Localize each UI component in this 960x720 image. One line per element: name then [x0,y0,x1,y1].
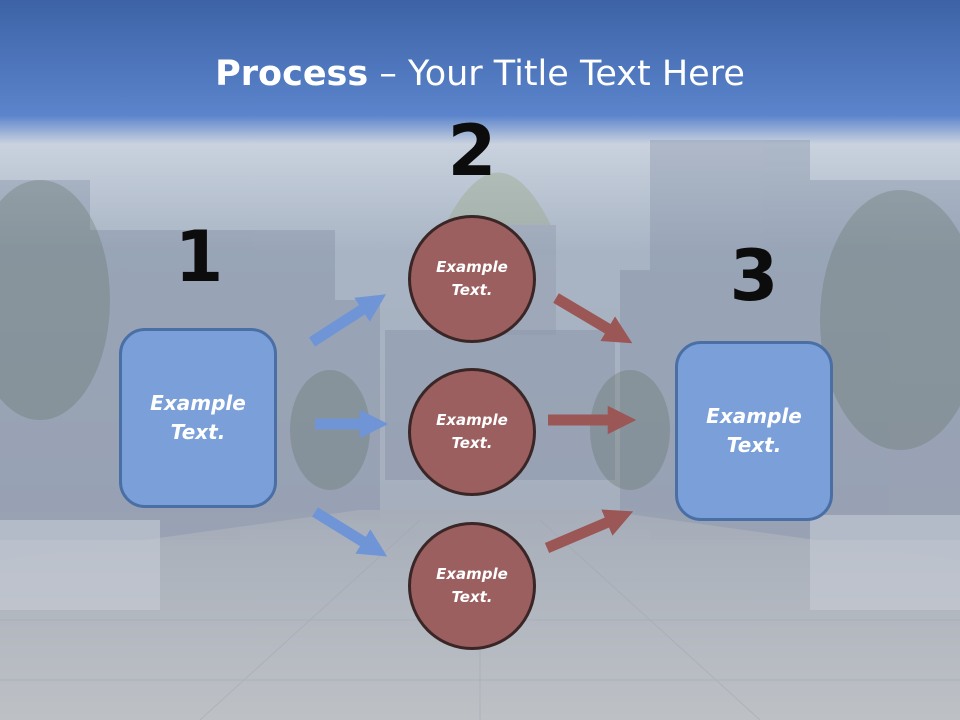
step-number-3: 3 [729,235,779,317]
step-box-3[interactable]: Example Text. [675,341,833,521]
arrow-bottom-to-3 [544,509,634,554]
arrow-1-to-bottom [312,507,388,557]
slide-title: Process – Your Title Text Here [0,54,960,94]
step-circle-top[interactable]: Example Text. [408,215,536,343]
step-circle-top-label: Example Text. [436,258,508,299]
step-number-2: 2 [447,110,497,192]
step-box-1-label: Example Text. [150,391,246,444]
step-number-1: 1 [174,216,224,298]
step-circle-bottom-label: Example Text. [436,565,508,606]
step-box-1[interactable]: Example Text. [119,328,277,508]
step-circle-middle[interactable]: Example Text. [408,368,536,496]
step-box-3-label: Example Text. [706,404,802,457]
title-bold: Process [215,54,369,94]
step-circle-middle-label: Example Text. [436,411,508,452]
step-circle-bottom[interactable]: Example Text. [408,522,536,650]
title-rest: – Your Title Text Here [368,54,745,94]
arrow-1-to-top [309,294,387,347]
arrow-top-to-3 [553,293,633,344]
